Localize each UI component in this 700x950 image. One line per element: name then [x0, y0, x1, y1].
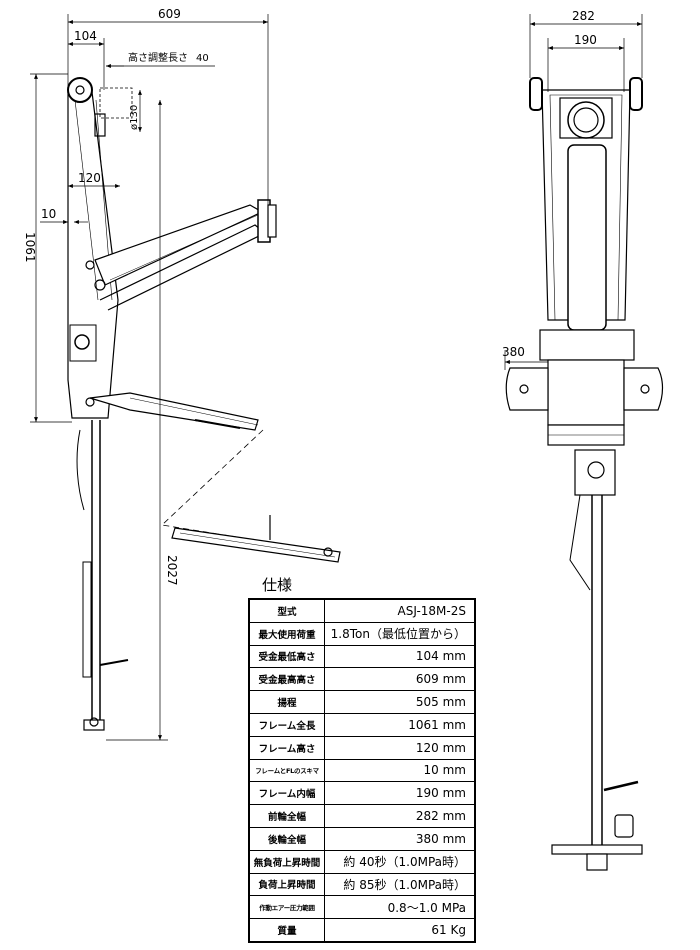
spec-label: 揚程	[248, 690, 325, 714]
spec-label: 作動エアー圧力範囲	[248, 895, 325, 920]
dim-frame-height: 120	[78, 171, 101, 185]
spec-label: 型式	[248, 598, 325, 623]
spec-value: 282 mm	[324, 804, 476, 828]
spec-label: 無負荷上昇時間	[248, 849, 325, 874]
spec-value: 10 mm	[324, 758, 476, 783]
dim-front-wheel-width: 282	[572, 9, 595, 23]
dim-frame-length: 1061	[23, 232, 37, 263]
spec-label: フレーム高さ	[248, 735, 325, 760]
dim-frame-gap: 10	[41, 207, 56, 221]
spec-value: 120 mm	[324, 735, 476, 760]
spec-value: 104 mm	[324, 644, 476, 669]
front-dimensions	[504, 14, 643, 370]
saddle-wheel-icon	[67, 77, 93, 103]
spec-label: 質量	[248, 918, 325, 943]
spec-label: 受金最高高さ	[248, 667, 325, 692]
front-view	[505, 77, 664, 871]
dim-saddle-dia: ø130	[129, 105, 140, 130]
spec-title: 仕様	[262, 576, 293, 594]
spec-label: 前輪全幅	[248, 804, 325, 828]
dim-adjust-value: 40	[196, 53, 209, 64]
spec-value: 505 mm	[324, 690, 476, 714]
spec-value: 609 mm	[324, 667, 476, 692]
spec-value: 約 40秒（1.0MPa時）	[324, 849, 476, 874]
spec-value: 61 Kg	[324, 918, 476, 943]
spec-value: ASJ-18M-2S	[324, 598, 476, 623]
spec-row: 無負荷上昇時間約 40秒（1.0MPa時）	[248, 849, 476, 874]
spec-label: フレーム全長	[248, 712, 325, 737]
spec-value: 1.8Ton（最低位置から）	[324, 621, 476, 646]
dim-handle-length: 2027	[165, 555, 179, 586]
spec-label: 後輪全幅	[248, 826, 325, 851]
dim-adjust-label: 高さ調整長さ	[128, 51, 188, 64]
spec-label: フレームとFLのスキマ	[248, 758, 325, 783]
front-wheel-left-icon	[529, 77, 543, 111]
front-wheel-right-icon	[629, 77, 643, 111]
spec-value: 約 85秒（1.0MPa時）	[324, 872, 476, 897]
side-view	[67, 77, 341, 731]
spec-row: 負荷上昇時間約 85秒（1.0MPa時）	[248, 872, 476, 897]
spec-label: フレーム内幅	[248, 781, 325, 806]
dim-total-height: 609	[158, 7, 181, 21]
spec-value: 190 mm	[324, 781, 476, 806]
spec-value: 0.8～1.0 MPa	[324, 895, 476, 920]
spec-value: 380 mm	[324, 826, 476, 851]
spec-label: 負荷上昇時間	[248, 872, 325, 897]
spec-value: 1061 mm	[324, 712, 476, 737]
spec-label: 受金最低高さ	[248, 644, 325, 669]
dim-frame-inner-width: 190	[574, 33, 597, 47]
spec-label: 最大使用荷重	[248, 621, 325, 646]
side-dimensions	[30, 14, 269, 741]
dim-min-height: 104	[74, 29, 97, 43]
dim-rear-wheel-width: 380	[502, 345, 525, 359]
